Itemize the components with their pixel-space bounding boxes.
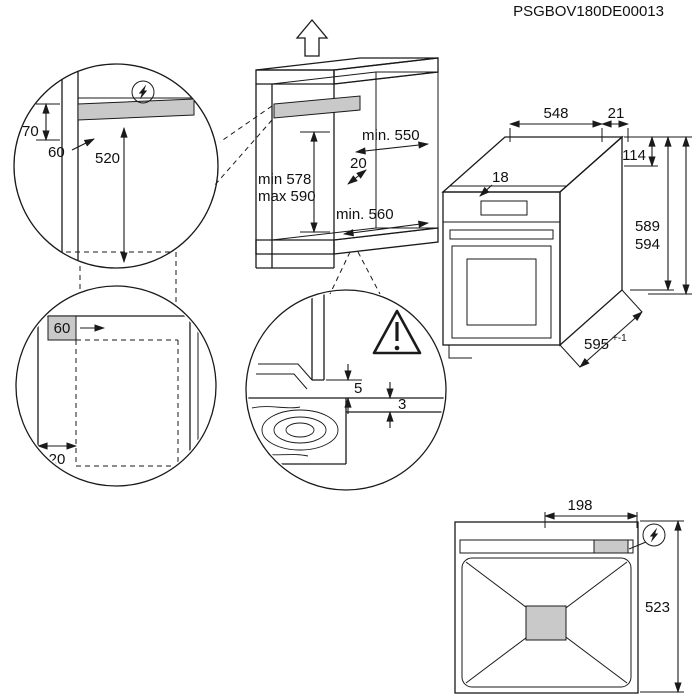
dim-523: 523 bbox=[645, 599, 670, 616]
dim-198: 198 bbox=[567, 497, 592, 514]
oven-3d-view: 548 21 18 114 589 594 595 +-1 bbox=[441, 105, 692, 368]
dim-18: 18 bbox=[492, 169, 509, 186]
dim-niche-width: min. 560 bbox=[336, 206, 394, 223]
dim-niche-depth: min. 550 bbox=[362, 127, 420, 144]
detail-circle-rear-gap: 5 3 bbox=[245, 289, 447, 491]
top-view-center-plate bbox=[525, 605, 567, 641]
up-arrow-icon bbox=[295, 18, 329, 57]
oven-door-window bbox=[466, 258, 537, 326]
detail-circle-side-clearance: 60 20 bbox=[15, 285, 217, 487]
dim-60-side: 60 bbox=[54, 320, 71, 337]
dim-21: 21 bbox=[608, 105, 625, 122]
document-code: PSGBOV180DE00013 bbox=[513, 3, 664, 20]
dim-548: 548 bbox=[543, 105, 568, 122]
oven-top-view: 198 523 bbox=[454, 497, 684, 694]
dim-594: 594 bbox=[635, 236, 660, 253]
dim-114: 114 bbox=[622, 147, 646, 164]
dim-595-tolerance: +-1 bbox=[612, 333, 627, 344]
oven-handle bbox=[449, 229, 554, 240]
oven-display bbox=[480, 200, 528, 216]
dim-niche-height-max: max 590 bbox=[258, 188, 316, 205]
dim-niche-height-min: min 578 bbox=[258, 171, 311, 188]
dim-520: 520 bbox=[95, 150, 120, 167]
power-strip-shaded bbox=[77, 98, 195, 121]
dim-60-top: 60 bbox=[48, 144, 65, 161]
electric-connection-icon bbox=[131, 80, 155, 104]
dim-niche-gap: 20 bbox=[350, 155, 367, 172]
warning-icon bbox=[372, 309, 422, 355]
oven-door bbox=[451, 245, 552, 339]
oven-foot bbox=[448, 345, 472, 359]
dim-3: 3 bbox=[398, 396, 406, 413]
detail-circle-power-strip: 70 60 520 bbox=[13, 63, 219, 269]
dim-70: 70 bbox=[22, 123, 39, 140]
niche-shaded-strip bbox=[273, 95, 361, 119]
terminal-box bbox=[593, 539, 629, 554]
electric-connection-icon bbox=[642, 523, 666, 547]
dim-20-side: 20 bbox=[49, 451, 66, 468]
dim-5: 5 bbox=[354, 380, 362, 397]
dim-595: 595 bbox=[584, 336, 609, 353]
wood-grain bbox=[251, 406, 339, 457]
cabinet-niche-drawing: min. 550 20 min 578 max 590 min. 560 bbox=[79, 57, 439, 306]
side-spacer-block bbox=[47, 315, 77, 341]
dim-589: 589 bbox=[635, 218, 660, 235]
